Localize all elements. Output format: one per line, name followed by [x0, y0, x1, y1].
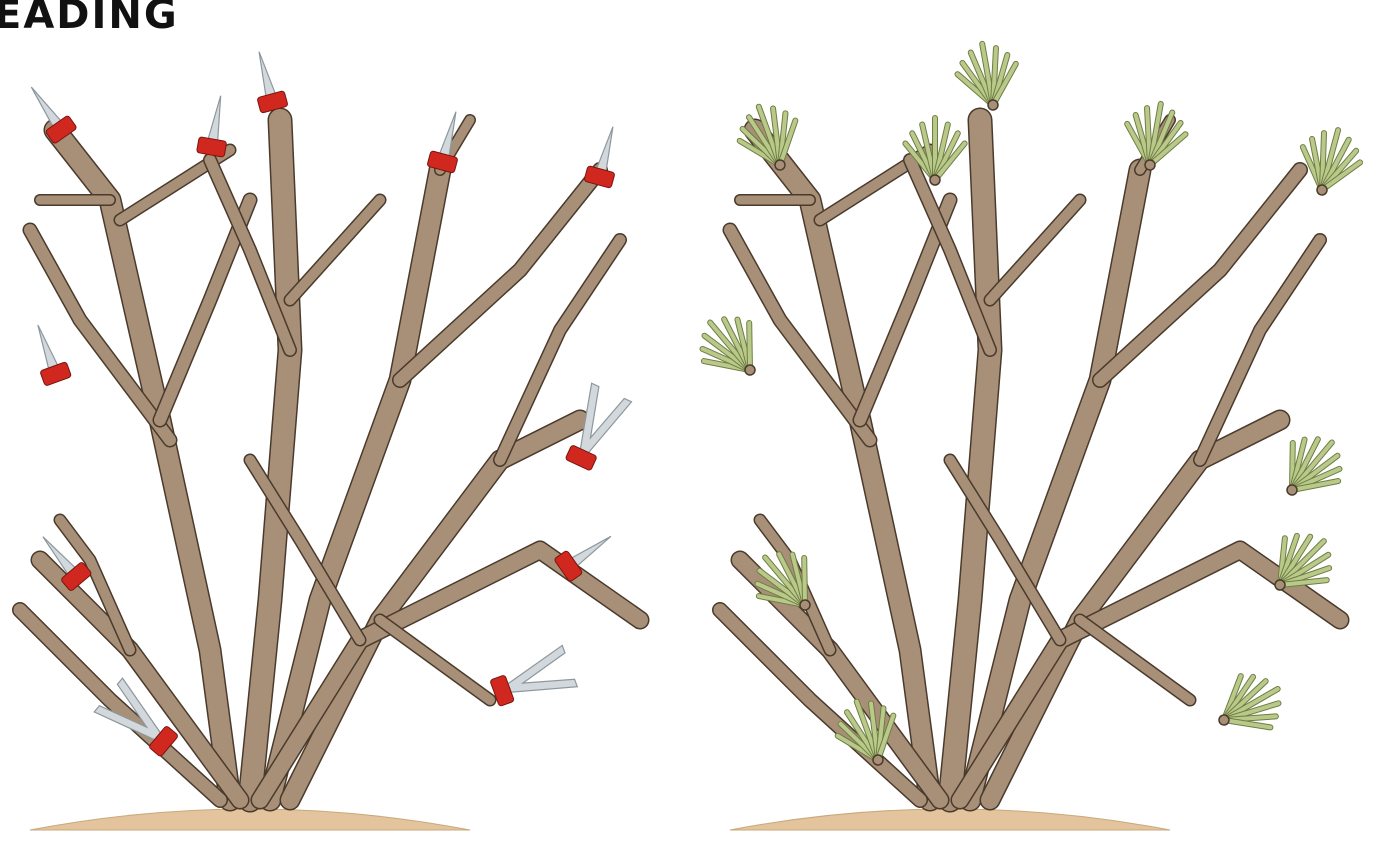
new-growth [953, 39, 1023, 115]
cut-marker [196, 137, 226, 158]
branch-outline [755, 130, 930, 800]
pruning-cut [487, 645, 577, 714]
new-growth [1205, 663, 1293, 748]
removed-tip [254, 50, 276, 97]
pruning-cut [584, 123, 627, 188]
removed-tip [596, 125, 618, 172]
branch [290, 200, 380, 300]
branch [990, 200, 1080, 300]
pruning-cut [246, 48, 289, 113]
branch [755, 130, 930, 800]
removed-tip [33, 323, 58, 370]
branch-outline [55, 130, 230, 800]
branch [1080, 620, 1190, 700]
removed-tip [570, 532, 613, 567]
new-growth [1292, 122, 1367, 202]
bud-node [987, 99, 999, 111]
shrub-after-pruning [687, 39, 1366, 830]
pruning-cut [25, 320, 72, 386]
removed-tip [208, 95, 226, 142]
pruning-cut [20, 79, 77, 144]
shrub-before-pruning [20, 48, 640, 830]
new-growth [687, 303, 775, 392]
bud-node [930, 175, 940, 185]
removed-tip [27, 84, 62, 127]
branch [55, 130, 230, 800]
branch [380, 620, 490, 700]
new-growth [1266, 423, 1354, 512]
cut-marker [40, 362, 72, 387]
bud-node [1144, 159, 1156, 171]
